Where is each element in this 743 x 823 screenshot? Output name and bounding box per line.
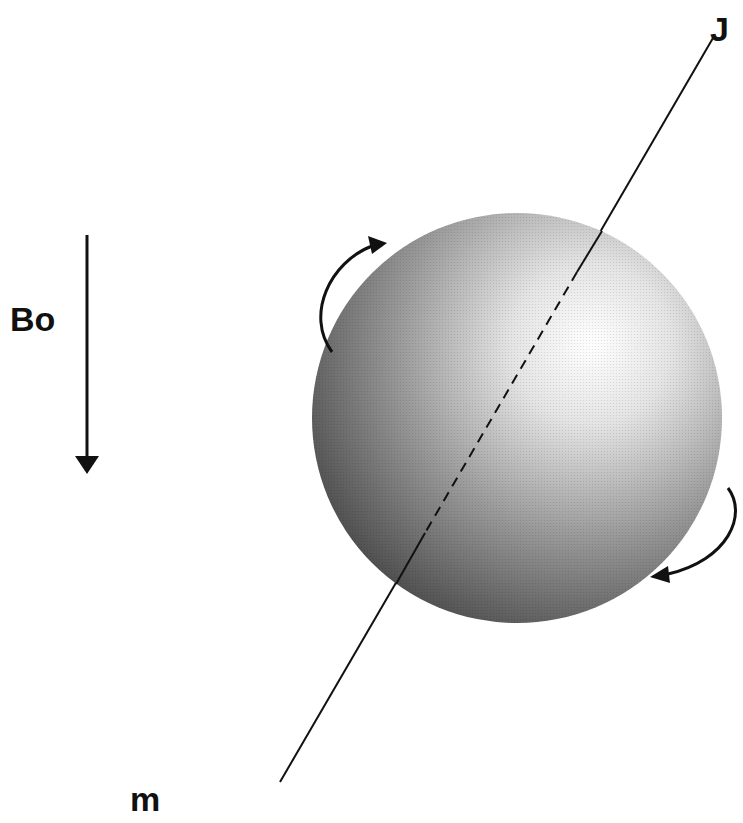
- arrow-head: [75, 456, 99, 474]
- field-label: Bo: [10, 302, 55, 336]
- rotation-arrow: [321, 246, 372, 352]
- arrow-head: [368, 236, 387, 254]
- nucleus-sphere: [312, 213, 722, 623]
- axis-label: J: [710, 12, 729, 46]
- arrow-head: [650, 566, 670, 583]
- spin-axis: [396, 533, 425, 584]
- field-arrow: [86, 235, 89, 458]
- spin-axis-dashed: [425, 272, 577, 533]
- moment-label: m: [130, 782, 160, 816]
- rotation-arrow: [668, 488, 736, 574]
- spin-axis: [577, 231, 602, 272]
- sphere-texture: [312, 213, 722, 623]
